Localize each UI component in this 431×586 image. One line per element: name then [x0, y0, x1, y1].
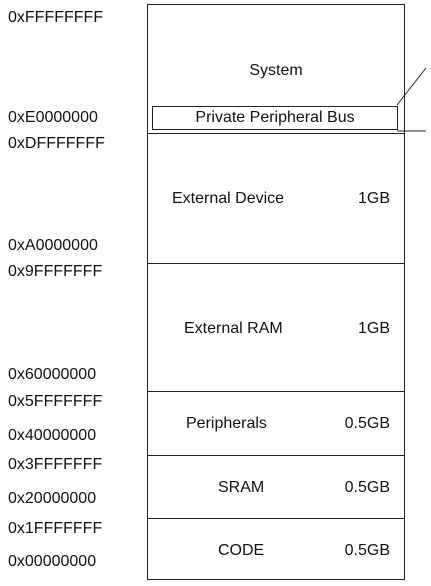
address-label-system-base: 0xE0000000 — [8, 109, 98, 126]
address-label-extram-top: 0x9FFFFFFF — [8, 263, 103, 280]
region-private-peripheral-bus: Private Peripheral Bus — [152, 106, 398, 130]
address-label-top: 0xFFFFFFFF — [8, 9, 104, 26]
region-sram-size: 0.5GB — [344, 479, 390, 496]
address-label-extdev-base: 0xA0000000 — [8, 237, 98, 254]
region-peripherals: Peripherals 0.5GB — [148, 391, 404, 455]
region-external-device-size: 1GB — [357, 190, 390, 207]
region-external-device-label: External Device — [172, 190, 285, 207]
region-code-label: CODE — [218, 542, 265, 559]
region-sram: SRAM 0.5GB — [148, 455, 404, 518]
region-peripherals-label: Peripherals — [186, 415, 267, 432]
region-code-size: 0.5GB — [344, 542, 390, 559]
address-label-extram-base: 0x60000000 — [8, 366, 97, 383]
region-external-ram-size: 1GB — [357, 320, 390, 337]
region-external-ram-label: External RAM — [184, 320, 283, 337]
region-sram-label: SRAM — [218, 479, 265, 496]
address-label-sram-base: 0x20000000 — [8, 490, 97, 507]
region-system-label: System — [249, 62, 303, 79]
address-label-periph-top: 0x5FFFFFFF — [8, 393, 103, 410]
address-label-code-top: 0x1FFFFFFF — [8, 520, 103, 537]
address-label-periph-base: 0x40000000 — [8, 427, 97, 444]
region-code: CODE 0.5GB — [148, 518, 404, 580]
address-label-extdev-top: 0xDFFFFFFF — [8, 135, 105, 152]
region-external-device: External Device 1GB — [148, 133, 404, 263]
address-label-code-base: 0x00000000 — [8, 553, 97, 570]
memory-map: System Private Peripheral Bus External D… — [147, 4, 405, 580]
region-external-ram: External RAM 1GB — [148, 263, 404, 391]
region-system: System — [148, 5, 404, 133]
address-label-sram-top: 0x3FFFFFFF — [8, 456, 103, 473]
region-peripherals-size: 0.5GB — [344, 415, 390, 432]
